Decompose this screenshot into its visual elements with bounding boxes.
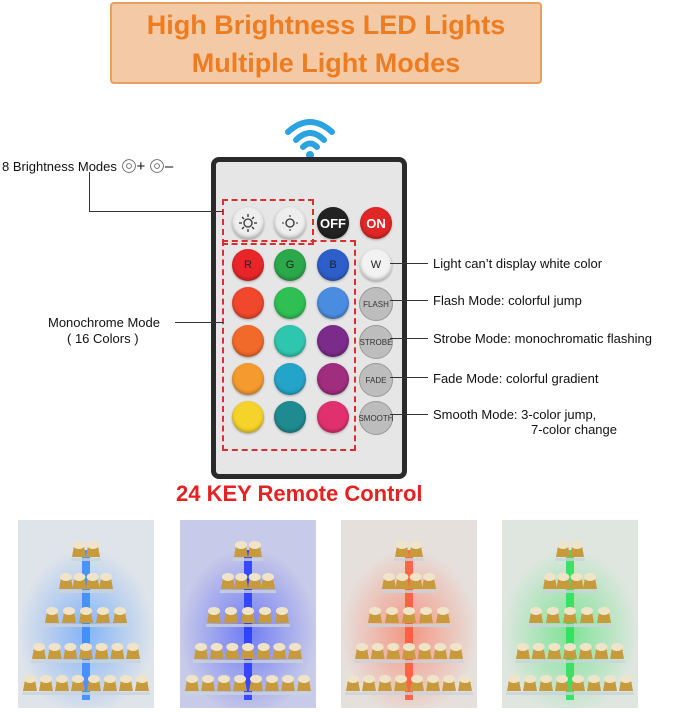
- brightness-annotation: 8 Brightness Modes + –: [2, 158, 173, 177]
- smooth-label: SMOOTH: [358, 413, 394, 423]
- monochrome-annotation-line2: ( 16 Colors ): [67, 331, 139, 346]
- product-photo-green: [502, 520, 638, 708]
- product-photo-deep-blue: [180, 520, 316, 708]
- flash-annotation: Flash Mode: colorful jump: [433, 293, 582, 308]
- banner-title-line1: High Brightness LED Lights: [146, 10, 506, 40]
- cupcake-stand-green-image: [502, 520, 638, 708]
- strobe-leader: [390, 338, 428, 339]
- product-photo-red: [341, 520, 477, 708]
- white-button[interactable]: W: [360, 249, 392, 281]
- banner-title-line2: Multiple Light Modes: [191, 48, 461, 78]
- white-annotation: Light can’t display white color: [433, 256, 603, 271]
- white-label: W: [370, 259, 382, 271]
- brightness-down-button[interactable]: [274, 207, 306, 239]
- fade-button[interactable]: FADE: [359, 363, 393, 397]
- sun-plus-icon: [121, 158, 137, 177]
- color-button-r5-c2[interactable]: [274, 401, 306, 433]
- flash-leader: [390, 300, 428, 301]
- smooth-button[interactable]: SMOOTH: [358, 401, 394, 435]
- smooth-annotation-line2: 7-color change: [531, 422, 617, 437]
- color-button-r2-c2[interactable]: [274, 287, 306, 319]
- remote-control: OFF ON R G B W FLASH STROBE FADE SMOOTH: [211, 157, 407, 479]
- brightness-highlight-box: [222, 199, 314, 245]
- brightness-text: 8 Brightness Modes: [2, 159, 117, 174]
- smooth-leader: [390, 414, 428, 415]
- cupcake-stand-red-image: [341, 520, 477, 708]
- brightness-leader-v: [89, 172, 90, 211]
- power-on-button[interactable]: ON: [360, 207, 392, 239]
- color-button-r2-c3[interactable]: [317, 287, 349, 319]
- color-button-r1-c3[interactable]: B: [317, 249, 349, 281]
- brightness-up-button[interactable]: [232, 207, 264, 239]
- color-button-r4-c1[interactable]: [232, 363, 264, 395]
- product-photo-blue: [18, 520, 154, 708]
- rgb-label: R: [244, 259, 252, 271]
- color-button-r3-c3[interactable]: [317, 325, 349, 357]
- strobe-label: STROBE: [359, 337, 393, 347]
- fade-annotation: Fade Mode: colorful gradient: [433, 371, 599, 386]
- color-button-r4-c3[interactable]: [317, 363, 349, 395]
- fade-label: FADE: [365, 375, 387, 385]
- color-button-r1-c2[interactable]: G: [274, 249, 306, 281]
- wireless-signal-icon: [285, 119, 335, 159]
- color-button-r3-c1[interactable]: [232, 325, 264, 357]
- color-button-r3-c2[interactable]: [274, 325, 306, 357]
- cupcake-stand-blue-image: [18, 520, 154, 708]
- cupcake-stand-deep-blue-image: [180, 520, 316, 708]
- brightness-leader-h: [89, 211, 223, 212]
- smooth-annotation-line1: Smooth Mode: 3-color jump,: [433, 407, 597, 422]
- remote-title: 24 KEY Remote Control: [176, 481, 423, 506]
- sun-down-icon: [282, 215, 298, 231]
- power-off-label: OFF: [320, 215, 346, 231]
- fade-leader: [390, 377, 428, 378]
- white-leader: [390, 263, 428, 264]
- strobe-button[interactable]: STROBE: [359, 325, 393, 359]
- strobe-annotation: Strobe Mode: monochromatic flashing: [433, 331, 652, 346]
- header-banner: High Brightness LED Lights Multiple Ligh…: [110, 2, 542, 84]
- power-off-button[interactable]: OFF: [317, 207, 349, 239]
- color-button-r5-c1[interactable]: [232, 401, 264, 433]
- monochrome-leader: [175, 322, 223, 323]
- rgb-label: G: [285, 259, 295, 271]
- color-button-r2-c1[interactable]: [232, 287, 264, 319]
- sun-minus-icon: [149, 158, 165, 177]
- flash-label: FLASH: [363, 299, 389, 309]
- color-button-r4-c2[interactable]: [274, 363, 306, 395]
- color-button-r5-c3[interactable]: [317, 401, 349, 433]
- flash-button[interactable]: FLASH: [359, 287, 393, 321]
- sun-up-icon: [239, 214, 257, 232]
- power-on-label: ON: [366, 215, 386, 231]
- monochrome-annotation-line1: Monochrome Mode: [48, 315, 160, 330]
- color-button-r1-c1[interactable]: R: [232, 249, 264, 281]
- rgb-label: B: [329, 259, 337, 271]
- monochrome-highlight-box: [222, 240, 356, 451]
